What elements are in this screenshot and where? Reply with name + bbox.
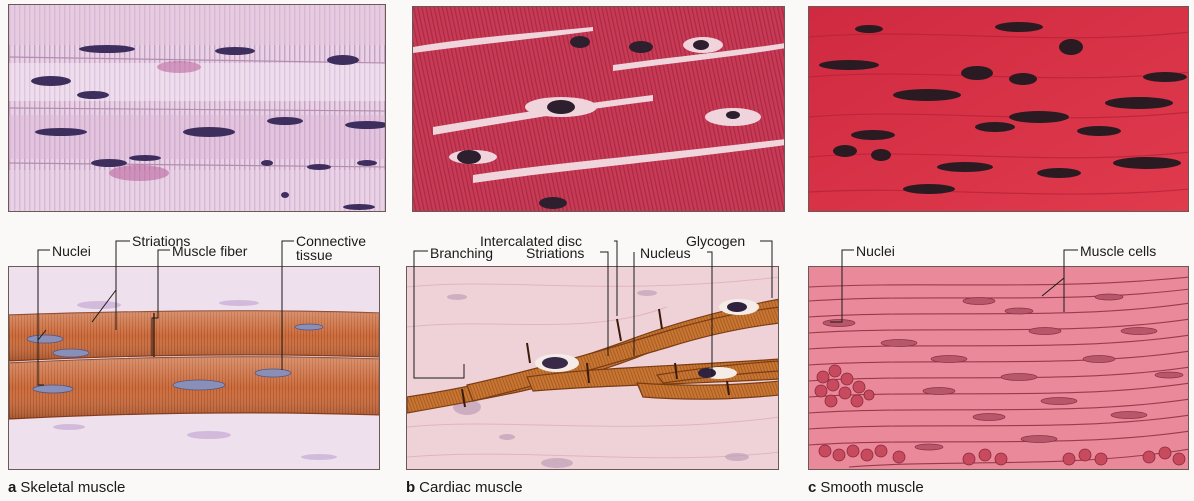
- caption-smooth: cSmooth muscle: [808, 479, 924, 496]
- smooth-micrograph: [808, 6, 1189, 212]
- cardiac-diagram: [406, 266, 779, 470]
- caption-letter-c: c: [808, 479, 816, 496]
- caption-text-smooth: Smooth muscle: [820, 479, 923, 496]
- label-connective: Connective: [296, 234, 366, 248]
- label-nucleus: Nucleus: [640, 246, 691, 260]
- caption-letter-b: b: [406, 479, 415, 496]
- label-branching: Branching: [430, 246, 493, 260]
- label-nuclei-skeletal: Nuclei: [52, 244, 91, 258]
- caption-skeletal: aSkeletal muscle: [8, 479, 125, 496]
- skeletal-diagram: [8, 266, 380, 470]
- label-muscle-cells: Muscle cells: [1080, 244, 1156, 258]
- caption-letter-a: a: [8, 479, 16, 496]
- label-tissue: tissue: [296, 248, 333, 262]
- label-nuclei-smooth: Nuclei: [856, 244, 895, 258]
- label-striations-cardiac: Striations: [526, 246, 584, 260]
- skeletal-micrograph: [8, 4, 386, 212]
- label-glycogen: Glycogen: [686, 234, 745, 248]
- caption-text-cardiac: Cardiac muscle: [419, 479, 522, 496]
- caption-text-skeletal: Skeletal muscle: [20, 479, 125, 496]
- label-muscle-fiber: Muscle fiber: [172, 244, 247, 258]
- smooth-diagram: [808, 266, 1189, 470]
- caption-cardiac: bCardiac muscle: [406, 479, 523, 496]
- cardiac-micrograph: [412, 6, 785, 212]
